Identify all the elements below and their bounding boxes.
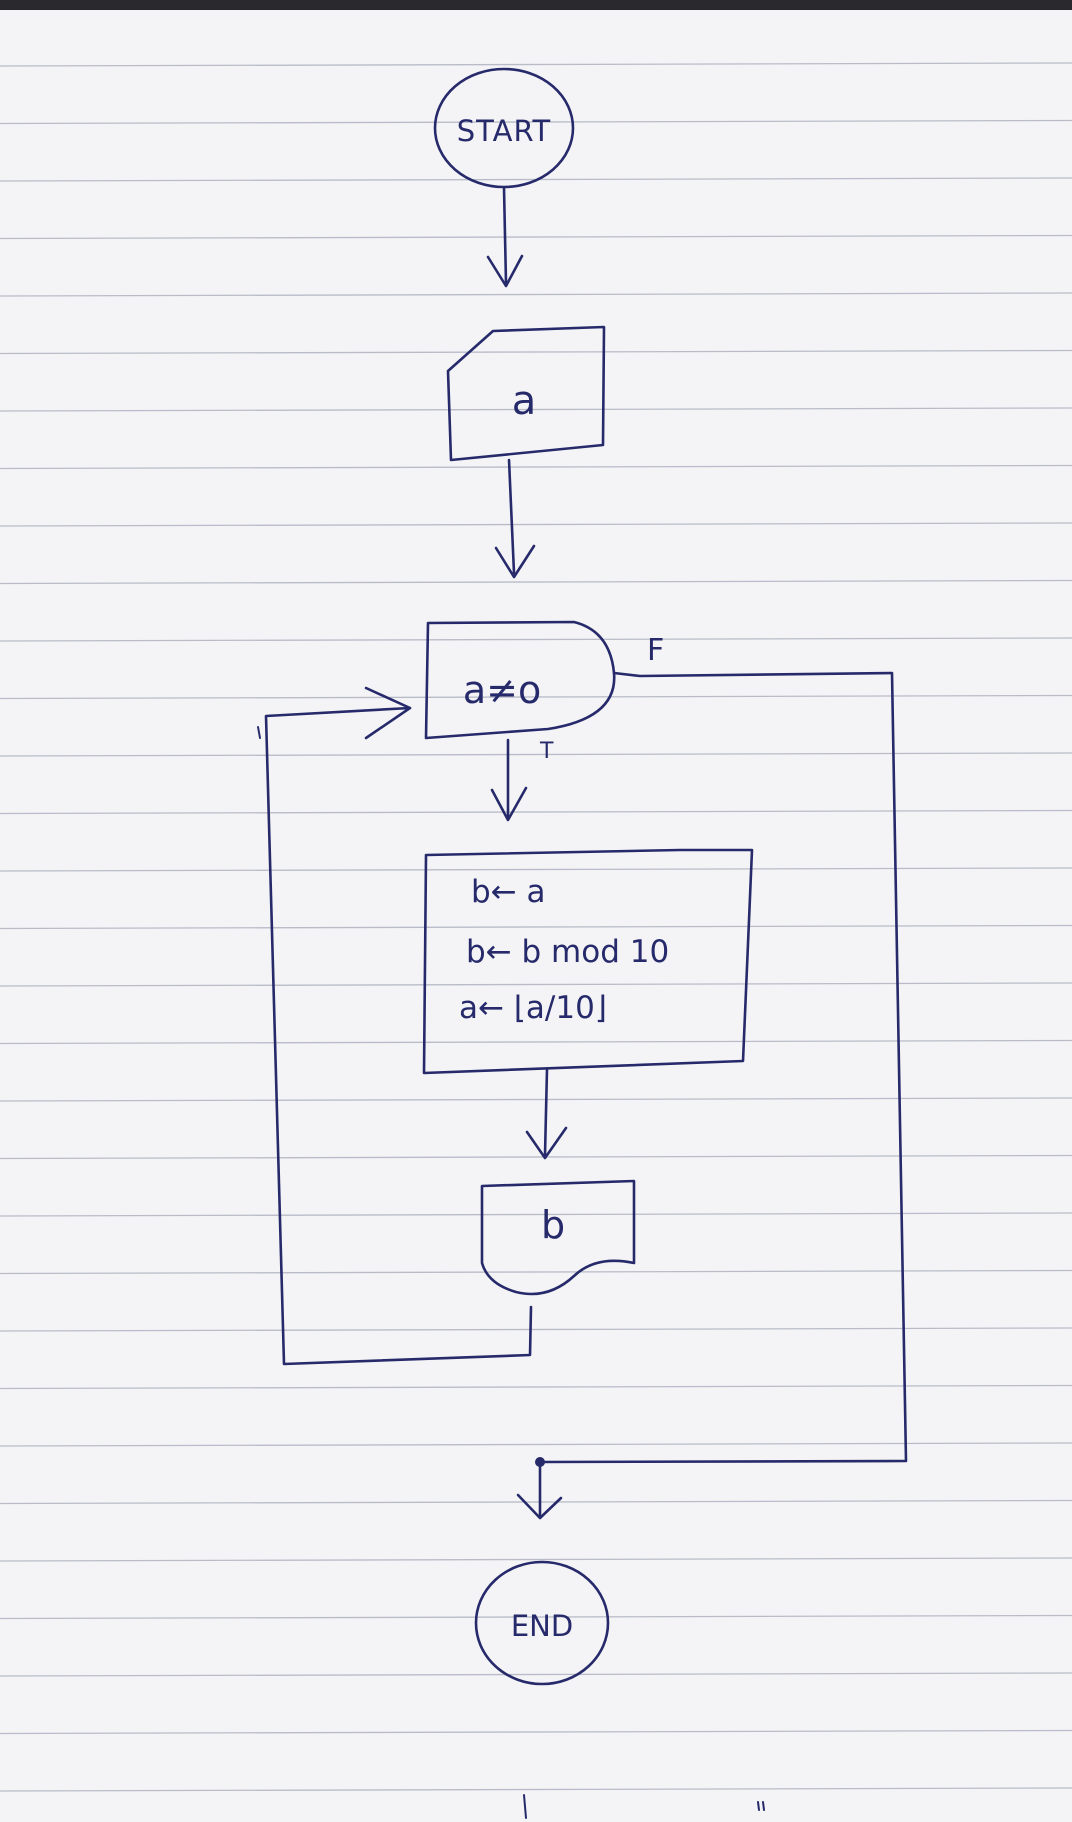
decision-label: a≠o <box>463 668 541 712</box>
notebook-rule-line <box>0 1614 1072 1620</box>
notebook-rule-line <box>0 982 1072 987</box>
notebook-rule-line <box>0 1557 1072 1562</box>
notebook-rule-line <box>0 867 1072 872</box>
notebook-rule-line <box>0 1442 1072 1447</box>
start-label: START <box>457 114 551 148</box>
arrow-input-to-decision <box>494 458 536 579</box>
page-top-edge <box>0 0 1072 10</box>
output-document: b <box>480 1179 636 1296</box>
process-line-2: b← b mod 10 <box>466 934 669 970</box>
notebook-rule-line <box>0 349 1072 355</box>
stray-mark <box>257 726 261 739</box>
notebook-rule-line <box>0 1327 1072 1332</box>
notebook-rule-line <box>0 1499 1072 1505</box>
notebook-rule-line <box>0 464 1072 470</box>
process-box: b← a b← b mod 10 a← ⌊a/10⌋ <box>422 848 754 1075</box>
end-terminal: END <box>474 1560 610 1686</box>
process-line-1: b← a <box>471 874 546 910</box>
notebook-rule-line <box>0 752 1072 757</box>
arrow-to-end <box>516 1457 563 1520</box>
notebook-rule-line <box>0 1154 1072 1160</box>
arrow-process-to-output <box>525 1067 568 1160</box>
notebook-rule-line <box>0 1672 1072 1677</box>
notebook-rule-line <box>0 637 1072 642</box>
start-terminal: START <box>433 67 575 189</box>
notebook-rule-line <box>0 292 1072 297</box>
stray-mark <box>523 1794 527 1819</box>
notebook-rules <box>0 62 1072 1792</box>
notebook-rule-line <box>0 809 1072 815</box>
notebook-rule-line <box>0 1097 1072 1102</box>
false-branch-line <box>540 671 908 1464</box>
input-label: a <box>512 378 537 424</box>
arrow-decision-to-process <box>490 738 528 822</box>
notebook-rule-line <box>0 1787 1072 1792</box>
loop-back-line <box>264 686 533 1366</box>
notebook-rule-line <box>0 579 1072 585</box>
notebook-rule-line <box>0 1269 1072 1275</box>
notebook-rule-line <box>0 234 1072 240</box>
notebook-rule-line <box>0 1039 1072 1045</box>
notebook-rule-line <box>0 407 1072 412</box>
decision-box: a≠o <box>424 620 616 740</box>
notebook-rule-line <box>0 522 1072 527</box>
false-branch-label: F <box>647 633 664 668</box>
input-box: a <box>446 325 606 462</box>
notebook-rule-line <box>0 1729 1072 1735</box>
true-branch-label: T <box>539 739 554 764</box>
notebook-rule-line <box>0 119 1072 125</box>
notebook-rule-line <box>0 1384 1072 1390</box>
stray-mark <box>757 1801 765 1811</box>
notebook-rule-line <box>0 1212 1072 1217</box>
process-line-3: a← ⌊a/10⌋ <box>459 990 607 1026</box>
output-label: b <box>541 1203 565 1247</box>
notebook-rule-line <box>0 62 1072 67</box>
end-label: END <box>511 1609 573 1643</box>
arrow-start-to-input <box>486 186 524 288</box>
notebook-rule-line <box>0 924 1072 930</box>
